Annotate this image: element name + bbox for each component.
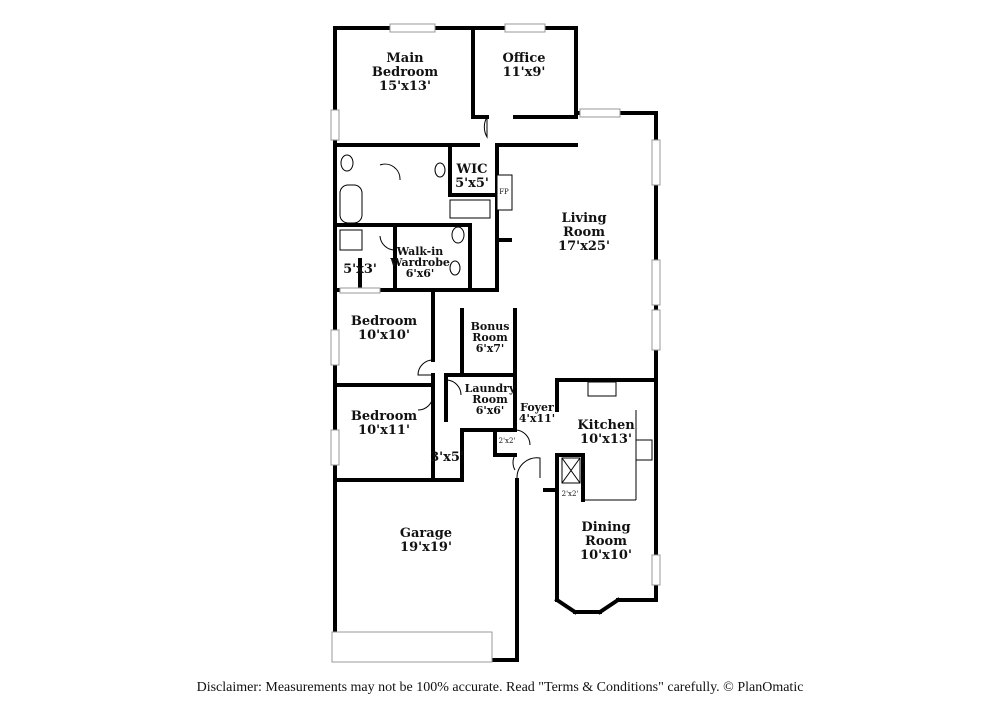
foyer-label: Foyer: [520, 401, 554, 414]
svg-text:Room: Room: [472, 331, 508, 344]
svg-text:Room: Room: [585, 534, 627, 549]
svg-text:Foyer: Foyer: [520, 401, 554, 414]
svg-text:Bedroom: Bedroom: [372, 65, 439, 80]
foyer-dims: 4'x11': [519, 412, 555, 425]
svg-text:6'x6': 6'x6': [476, 404, 505, 417]
fireplace-icon: [496, 174, 513, 211]
doors: [379, 116, 541, 479]
closet-small-dims: 5'x3': [343, 262, 377, 277]
main-bedroom-label: Main: [386, 51, 424, 66]
svg-text:10'x10': 10'x10': [580, 548, 632, 563]
svg-text:10'x13': 10'x13': [580, 432, 632, 447]
laundry-label-2: Room: [472, 393, 508, 406]
kitchen-dims: 10'x13': [580, 432, 632, 447]
windows: [330, 23, 661, 663]
svg-text:Walk-in: Walk-in: [396, 245, 444, 258]
closet-3x5-dims: 3'x5': [430, 450, 464, 465]
svg-text:Bonus: Bonus: [471, 320, 510, 333]
stove-icon: [635, 439, 653, 461]
bonus-dims: 6'x7': [476, 342, 505, 355]
svg-text:11'x9': 11'x9': [503, 65, 546, 80]
wic-dims: 5'x5': [455, 176, 489, 191]
room-labels: Main Bedroom 15'x13' Office 11'x9' WIC 5…: [343, 51, 635, 563]
living-label-2: Room: [563, 225, 605, 240]
svg-text:2'x2': 2'x2': [562, 490, 579, 498]
tub-icon: [449, 199, 491, 219]
svg-text:Dining: Dining: [581, 520, 630, 535]
floor-plan: Main Bedroom 15'x13' Office 11'x9' WIC 5…: [330, 23, 661, 663]
disclaimer-text: Disclaimer: Measurements may not be 100%…: [196, 680, 804, 695]
svg-text:3'x5': 3'x5': [430, 450, 464, 465]
svg-text:19'x19': 19'x19': [400, 540, 452, 555]
sink-icon: [434, 162, 446, 178]
kitchen-label: Kitchen: [577, 418, 635, 433]
svg-text:5'x3': 5'x3': [343, 262, 377, 277]
garage-dims: 19'x19': [400, 540, 452, 555]
shower-icon: [339, 229, 363, 251]
walkin-label: Walk-in: [396, 245, 444, 258]
toilet-icon-2: [451, 226, 465, 244]
svg-text:5'x5': 5'x5': [455, 176, 489, 191]
svg-text:Living: Living: [561, 211, 606, 226]
svg-text:Kitchen: Kitchen: [577, 418, 635, 433]
fixtures: [339, 154, 653, 501]
svg-text:Bedroom: Bedroom: [351, 314, 418, 329]
office-label: Office: [502, 51, 545, 66]
svg-text:15'x13': 15'x13': [379, 79, 431, 94]
bonus-label-2: Room: [472, 331, 508, 344]
dining-label-2: Room: [585, 534, 627, 549]
svg-text:Bedroom: Bedroom: [351, 409, 418, 424]
svg-text:6'x6': 6'x6': [406, 267, 435, 280]
dining-dims: 10'x10': [580, 548, 632, 563]
svg-text:Wardrobe: Wardrobe: [389, 256, 450, 269]
closet-2x2b-dims: 2'x2': [562, 490, 579, 498]
kitchen-sink-icon: [587, 381, 617, 397]
living-dims: 17'x25': [558, 239, 610, 254]
svg-text:10'x10': 10'x10': [358, 328, 410, 343]
bedroom2-dims: 10'x11': [358, 423, 410, 438]
bedroom1-dims: 10'x10': [358, 328, 410, 343]
toilet-icon: [340, 154, 354, 172]
office-dims: 11'x9': [503, 65, 546, 80]
svg-text:6'x7': 6'x7': [476, 342, 505, 355]
svg-text:4'x11': 4'x11': [519, 412, 555, 425]
svg-text:Room: Room: [563, 225, 605, 240]
garage-label: Garage: [400, 526, 452, 541]
laundry-dims: 6'x6': [476, 404, 505, 417]
sink-icon-2: [449, 260, 461, 276]
svg-text:17'x25': 17'x25': [558, 239, 610, 254]
bedroom2-label: Bedroom: [351, 409, 418, 424]
fp-label: FP: [499, 188, 509, 196]
laundry-label: Laundry: [465, 382, 516, 395]
closet-2x2a-dims: 2'x2': [499, 437, 516, 445]
svg-text:2'x2': 2'x2': [499, 437, 516, 445]
svg-text:Garage: Garage: [400, 526, 452, 541]
svg-text:FP: FP: [499, 188, 509, 196]
main-bedroom-label-2: Bedroom: [372, 65, 439, 80]
svg-text:Main: Main: [386, 51, 424, 66]
dining-label: Dining: [581, 520, 630, 535]
svg-text:WIC: WIC: [455, 162, 487, 177]
living-label: Living: [561, 211, 606, 226]
svg-text:10'x11': 10'x11': [358, 423, 410, 438]
main-bedroom-dims: 15'x13': [379, 79, 431, 94]
walls: [333, 26, 658, 662]
svg-text:Room: Room: [472, 393, 508, 406]
wic-label: WIC: [455, 162, 487, 177]
walkin-label-2: Wardrobe: [389, 256, 450, 269]
bedroom1-label: Bedroom: [351, 314, 418, 329]
walkin-dims: 6'x6': [406, 267, 435, 280]
bonus-label: Bonus: [471, 320, 510, 333]
svg-text:Laundry: Laundry: [465, 382, 516, 395]
bathtub-icon: [339, 184, 363, 224]
svg-text:Office: Office: [502, 51, 545, 66]
